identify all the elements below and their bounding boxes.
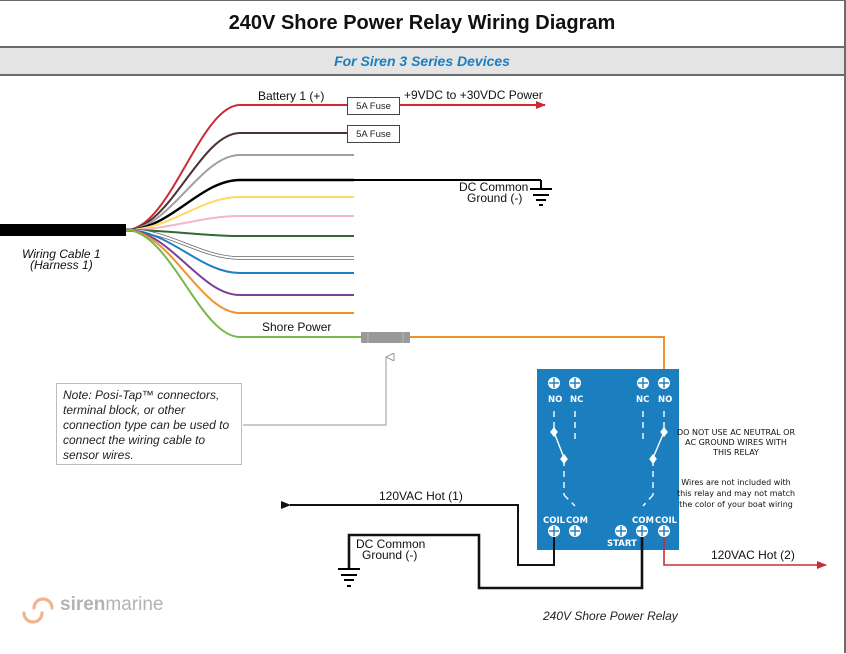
warning-2-line-1: Wires are not included with xyxy=(681,478,790,487)
relay-terminals xyxy=(548,377,670,537)
hot1-wire xyxy=(281,501,555,566)
shore-power-label: Shore Power xyxy=(262,320,331,334)
wire-brown xyxy=(125,132,347,231)
power-output-label: +9VDC to +30VDC Power xyxy=(404,88,543,102)
warning-1-line-3: THIS RELAY xyxy=(712,448,759,457)
relay-label-coil-right: COIL xyxy=(655,516,678,526)
terminal-screw-com-right-icon xyxy=(636,525,648,537)
hot2-wire xyxy=(663,537,827,569)
warning-2-line-3: the color of your boat wiring xyxy=(679,500,793,509)
warning-1-line-2: AC GROUND WIRES WITH xyxy=(685,438,787,447)
hot1-label: 120VAC Hot (1) xyxy=(379,489,463,503)
relay-label-nc-right: NC xyxy=(636,395,649,405)
siren-logo-icon xyxy=(22,597,54,624)
wire-white-outline xyxy=(125,228,354,260)
harness-wires xyxy=(125,104,361,338)
fuse-2: 5A Fuse xyxy=(347,125,400,143)
harness-label-2: (Harness 1) xyxy=(30,258,93,272)
note-box: Note: Posi-Tap™ connectors, terminal blo… xyxy=(56,383,242,465)
relay-warnings: DO NOT USE AC NEUTRAL OR AC GROUND WIRES… xyxy=(677,428,796,509)
fuse-1: 5A Fuse xyxy=(347,97,400,115)
dc-ground-bottom-label-2: Ground (-) xyxy=(362,548,417,562)
ground-symbol-icon xyxy=(530,188,552,206)
note-leader-line xyxy=(243,357,386,426)
warning-2-line-2: this relay and may not match xyxy=(677,489,795,498)
terminal-screw-no-right-icon xyxy=(658,377,670,389)
logo-text-light: marine xyxy=(105,594,164,615)
terminal-screw-coil-left-icon xyxy=(548,525,560,537)
harness-label-1: Wiring Cable 1 xyxy=(22,247,101,261)
terminal-screw-start-icon xyxy=(615,525,627,537)
posi-tap-connector xyxy=(361,332,410,343)
battery-label: Battery 1 (+) xyxy=(258,89,324,103)
fuse-1-label: 5A Fuse xyxy=(356,100,391,112)
terminal-screw-no-left-icon xyxy=(548,377,560,389)
wire-green xyxy=(125,229,361,338)
wire-purple xyxy=(125,229,354,296)
wire-yellow xyxy=(125,196,354,231)
page-subtitle: For Siren 3 Series Devices xyxy=(334,53,510,69)
terminal-screw-nc-left-icon xyxy=(569,377,581,389)
dc-ground-top-label-2: Ground (-) xyxy=(467,191,522,205)
relay-caption: 240V Shore Power Relay xyxy=(543,609,678,623)
note-text: Note: Posi-Tap™ connectors, terminal blo… xyxy=(63,388,230,462)
ground-symbol-bottom-icon xyxy=(338,568,360,587)
title-bar: 240V Shore Power Relay Wiring Diagram xyxy=(0,0,844,48)
fuse-2-label: 5A Fuse xyxy=(356,128,391,140)
warning-1-line-1: DO NOT USE AC NEUTRAL OR xyxy=(677,428,795,437)
dc-ground-bottom-label-1: DC Common xyxy=(356,537,425,551)
harness-cable xyxy=(0,224,126,236)
hot2-label: 120VAC Hot (2) xyxy=(711,548,795,562)
subtitle-bar: For Siren 3 Series Devices xyxy=(0,48,844,76)
wire-gray xyxy=(125,154,354,231)
dc-ground-top-label-1: DC Common xyxy=(459,180,528,194)
terminal-screw-coil-right-icon xyxy=(658,525,670,537)
relay-label-no-left: NO xyxy=(548,395,562,405)
page-title: 240V Shore Power Relay Wiring Diagram xyxy=(228,11,616,34)
relay-label-com-left: COM xyxy=(566,516,588,526)
relay-label-nc-left: NC xyxy=(570,395,583,405)
relay-label-com-right: COM xyxy=(632,516,654,526)
shore-power-output-wire xyxy=(410,336,665,380)
terminal-screw-com-left-icon xyxy=(569,525,581,537)
terminal-screw-nc-right-icon xyxy=(637,377,649,389)
relay-label-start: START xyxy=(607,539,637,549)
wire-red xyxy=(125,104,347,231)
relay-label-coil-left: COIL xyxy=(543,516,566,526)
dc-ground-wire-bottom xyxy=(347,533,644,590)
relay-switch-arms xyxy=(550,426,668,465)
logo-text-bold: siren xyxy=(60,594,106,615)
relay-label-no-right: NO xyxy=(658,395,672,405)
